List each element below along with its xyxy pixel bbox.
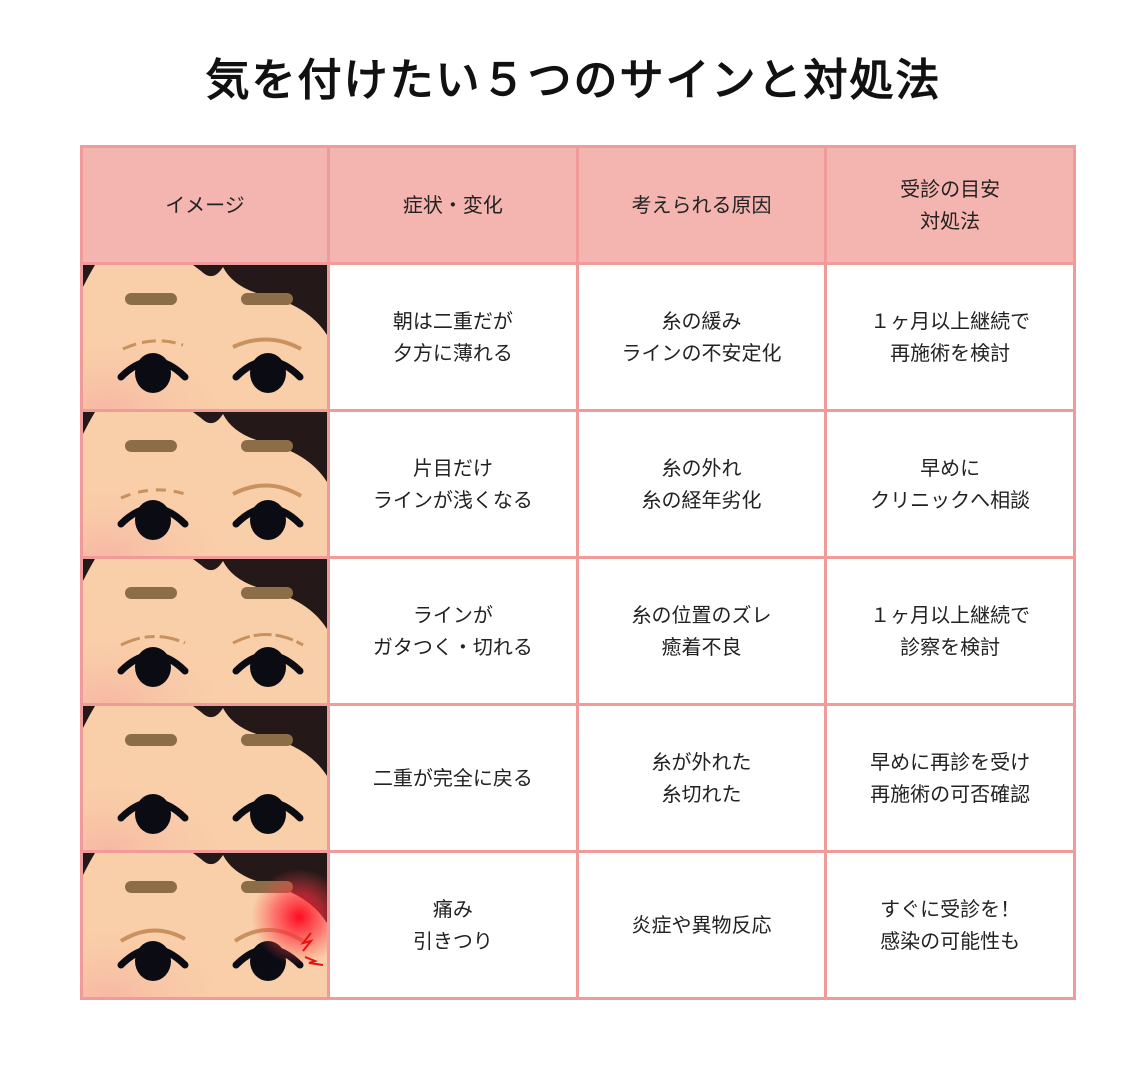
image-cell (80, 850, 330, 1000)
symptom-cell-line: 朝は二重だが (392, 309, 513, 333)
face-illustration (83, 853, 327, 997)
cause-cell-line: 糸が外れた (651, 750, 752, 774)
header-symptom: 症状・変化 (327, 145, 579, 265)
cause-cell-line: ラインの不安定化 (621, 341, 782, 365)
symptom-cell-line: 二重が完全に戻る (372, 766, 533, 790)
header-image: イメージ (80, 145, 330, 265)
hair (193, 706, 327, 776)
page-title: 気を付けたい５つのサインと対処法 (205, 55, 942, 106)
symptom-cell-line: 引きつり (412, 929, 493, 953)
face-illustration (83, 706, 327, 850)
face-one-eye-shallow-line-icon (83, 412, 327, 556)
action-cell-line: すぐに受診を！ (880, 897, 1021, 921)
image-cell (80, 262, 330, 412)
action-cell-line: 診察を検討 (900, 635, 1001, 659)
table-row: 二重が完全に戻る糸が外れた糸切れた早めに再診を受け再施術の可否確認 (80, 703, 1076, 853)
image-cell (80, 409, 330, 559)
image-cell (80, 703, 330, 853)
image-cell (80, 556, 330, 706)
cause-cell: 糸の外れ糸の経年劣化 (575, 409, 828, 559)
table-header-row: イメージ 症状・変化 考えられる原因 受診の目安 対処法 (80, 145, 1076, 265)
hair (193, 412, 327, 482)
cause-cell-line: 糸の外れ (661, 456, 742, 480)
cause-cell: 糸の緩みラインの不安定化 (575, 262, 828, 412)
action-cell-line: クリニックへ相談 (870, 488, 1031, 512)
signs-table: イメージ 症状・変化 考えられる原因 受診の目安 対処法 朝は二重だが夕方に薄れ… (80, 145, 1076, 1000)
symptom-cell: 痛み引きつり (327, 850, 579, 1000)
cause-cell-line: 炎症や異物反応 (631, 913, 772, 937)
symptom-cell: ラインがガタつく・切れる (327, 556, 579, 706)
cause-cell-line: 糸の緩み (661, 309, 742, 333)
hair (193, 559, 327, 629)
cause-cell-line: 癒着不良 (661, 635, 742, 659)
header-action-line2: 対処法 (920, 209, 981, 233)
header-action: 受診の目安 対処法 (824, 145, 1076, 265)
header-cause: 考えられる原因 (575, 145, 828, 265)
action-cell: １ヶ月以上継続で再施術を検討 (824, 262, 1076, 412)
cause-cell-line: 糸の位置のズレ (631, 603, 772, 627)
cause-cell: 糸の位置のズレ癒着不良 (575, 556, 828, 706)
eyebrow-left (125, 881, 177, 893)
action-cell: すぐに受診を！ 感染の可能性も (824, 850, 1076, 1000)
eyebrow-left (125, 440, 177, 452)
face-illustration (83, 412, 327, 556)
table-row: 片目だけラインが浅くなる糸の外れ糸の経年劣化早めにクリニックへ相談 (80, 409, 1076, 559)
eyebrow-right (241, 440, 293, 452)
face-uneven-line-icon (83, 559, 327, 703)
symptom-cell: 片目だけラインが浅くなる (327, 409, 579, 559)
table-row: 痛み引きつり 炎症や異物反応 すぐに受診を！ 感染の可能性も (80, 850, 1076, 1000)
symptom-cell-line: 痛み (432, 897, 473, 921)
face-no-double-eyelid-icon (83, 706, 327, 850)
symptom-cell-line: ラインが (412, 603, 493, 627)
eyebrow-right (241, 293, 293, 305)
action-cell-line: １ヶ月以上継続で (870, 309, 1031, 333)
symptom-cell-line: ラインが浅くなる (372, 488, 533, 512)
eyebrow-right (241, 734, 293, 746)
eyebrow-left (125, 293, 177, 305)
cause-cell: 糸が外れた糸切れた (575, 703, 828, 853)
eyebrow-right (241, 587, 293, 599)
action-cell: 早めにクリニックへ相談 (824, 409, 1076, 559)
cause-cell-line: 糸切れた (661, 782, 742, 806)
face-pain-red-glow-icon (83, 853, 327, 997)
face-faded-double-eyelid-icon (83, 265, 327, 409)
cause-cell: 炎症や異物反応 (575, 850, 828, 1000)
action-cell-line: 再施術を検討 (890, 341, 1011, 365)
symptom-cell-line: 夕方に薄れる (392, 341, 513, 365)
hair (193, 265, 327, 335)
eyebrow-left (125, 587, 177, 599)
symptom-cell: 朝は二重だが夕方に薄れる (327, 262, 579, 412)
action-cell: １ヶ月以上継続で診察を検討 (824, 556, 1076, 706)
action-cell-line: 早めに (920, 456, 981, 480)
action-cell-line: １ヶ月以上継続で (870, 603, 1031, 627)
action-cell-line: 再施術の可否確認 (870, 782, 1031, 806)
face-illustration (83, 559, 327, 703)
symptom-cell: 二重が完全に戻る (327, 703, 579, 853)
action-cell-line: 感染の可能性も (880, 929, 1021, 953)
header-action-line1: 受診の目安 (900, 177, 1001, 201)
action-cell-line: 早めに再診を受け (870, 750, 1031, 774)
action-cell: 早めに再診を受け再施術の可否確認 (824, 703, 1076, 853)
eyebrow-left (125, 734, 177, 746)
cause-cell-line: 糸の経年劣化 (641, 488, 762, 512)
symptom-cell-line: ガタつく・切れる (372, 635, 533, 659)
face-illustration (83, 265, 327, 409)
symptom-cell-line: 片目だけ (412, 456, 493, 480)
